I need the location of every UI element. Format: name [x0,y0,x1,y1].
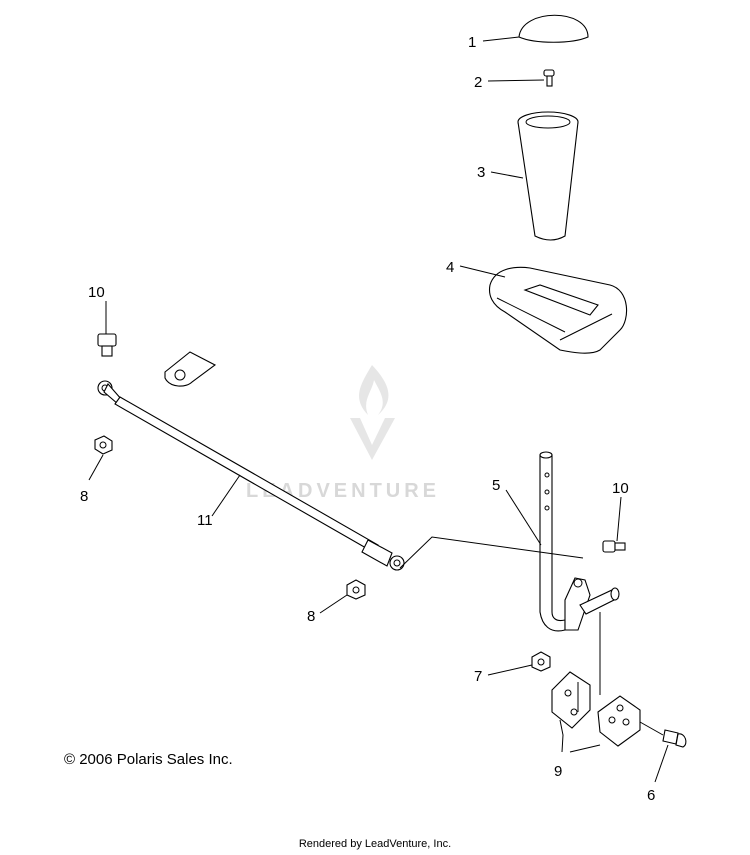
callout-10-left: 10 [88,284,105,301]
part-5-lever [539,451,620,632]
part-4-boot [488,266,628,354]
copyright-notice: © 2006 Polaris Sales Inc. [64,751,233,768]
rendered-by-footer: Rendered by LeadVenture, Inc. [298,838,452,850]
callout-2: 2 [474,74,482,91]
callout-6: 6 [647,787,655,804]
part-1-cap [518,14,589,43]
callout-4: 4 [446,259,454,276]
part-11-rod [97,380,405,571]
callout-labels: 1 2 3 4 5 6 7 8 8 9 10 10 11 [80,34,655,804]
part-9-pivot-blocks [551,671,641,747]
callout-11: 11 [197,512,213,529]
bracket [164,351,217,387]
callout-7: 7 [474,668,482,685]
callout-9: 9 [554,763,562,780]
part-8-nut-lower [346,579,366,600]
part-6-bolt [662,729,687,748]
assembly-lines [399,536,664,736]
callout-3: 3 [477,164,485,181]
leader-lines [88,36,669,783]
callout-10-right: 10 [612,480,629,497]
part-7-nut [531,651,551,672]
callout-1: 1 [468,34,476,51]
part-3-knob [517,111,579,241]
part-10-bolt-left [97,333,117,357]
leadventure-watermark: LEADVENTURE [246,365,436,502]
part-10-bolt-right [602,540,626,553]
callout-8-lower: 8 [307,608,315,625]
part-8-nut-upper [94,435,113,455]
part-2-screw [543,69,555,87]
callout-8-upper: 8 [80,488,88,505]
callout-5: 5 [492,477,500,494]
